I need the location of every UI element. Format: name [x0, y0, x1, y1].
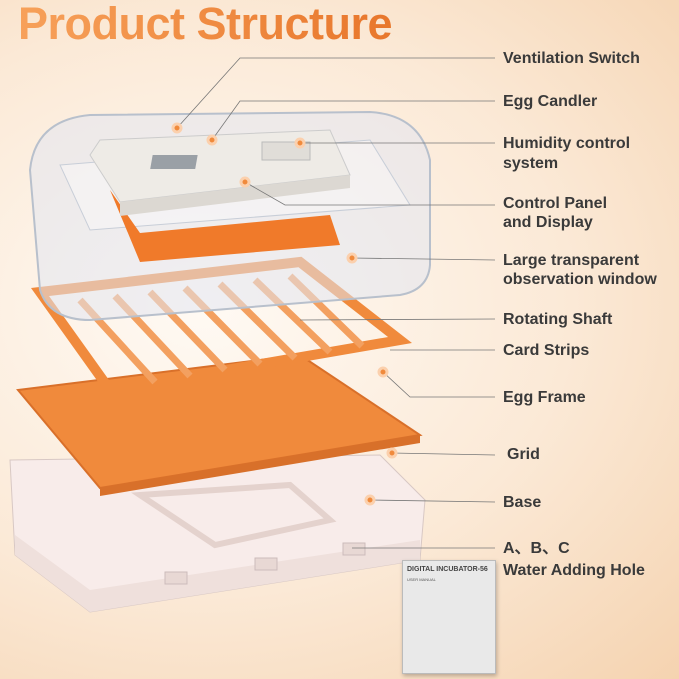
manual-title: DIGITAL INCUBATOR-56 — [407, 566, 488, 573]
leader-lines — [176, 57, 496, 549]
label-rotating-shaft: Rotating Shaft — [503, 311, 613, 328]
label-grid: Grid — [507, 446, 540, 463]
base — [9, 454, 426, 613]
label-humidity-1: Humidity control — [503, 135, 631, 152]
label-window-1: Large transparent — [503, 252, 640, 269]
marker-dots — [171, 122, 398, 506]
label-control-2: and Display — [503, 214, 593, 231]
water-hole-b — [254, 557, 278, 571]
label-card-strips: Card Strips — [503, 342, 590, 359]
label-egg-frame: Egg Frame — [503, 389, 586, 406]
label-water-hole: Water Adding Hole — [503, 562, 645, 579]
page-title: Product Structure — [18, 0, 393, 49]
label-egg-candler: Egg Candler — [503, 93, 598, 110]
manual-subtitle: USER MANUAL — [407, 577, 436, 582]
label-control-1: Control Panel — [503, 195, 608, 212]
label-humidity-2: system — [503, 155, 559, 172]
control-panel — [89, 129, 351, 262]
user-manual-image: DIGITAL INCUBATOR-56 USER MANUAL — [402, 560, 496, 674]
label-base: Base — [503, 494, 542, 511]
water-hole-a — [164, 571, 188, 585]
water-hole-c — [342, 542, 366, 556]
lcd-display — [150, 155, 198, 169]
label-ventilation-switch: Ventilation Switch — [503, 50, 640, 67]
label-abc: A、B、C — [503, 540, 570, 557]
label-window-2: observation window — [503, 271, 657, 288]
